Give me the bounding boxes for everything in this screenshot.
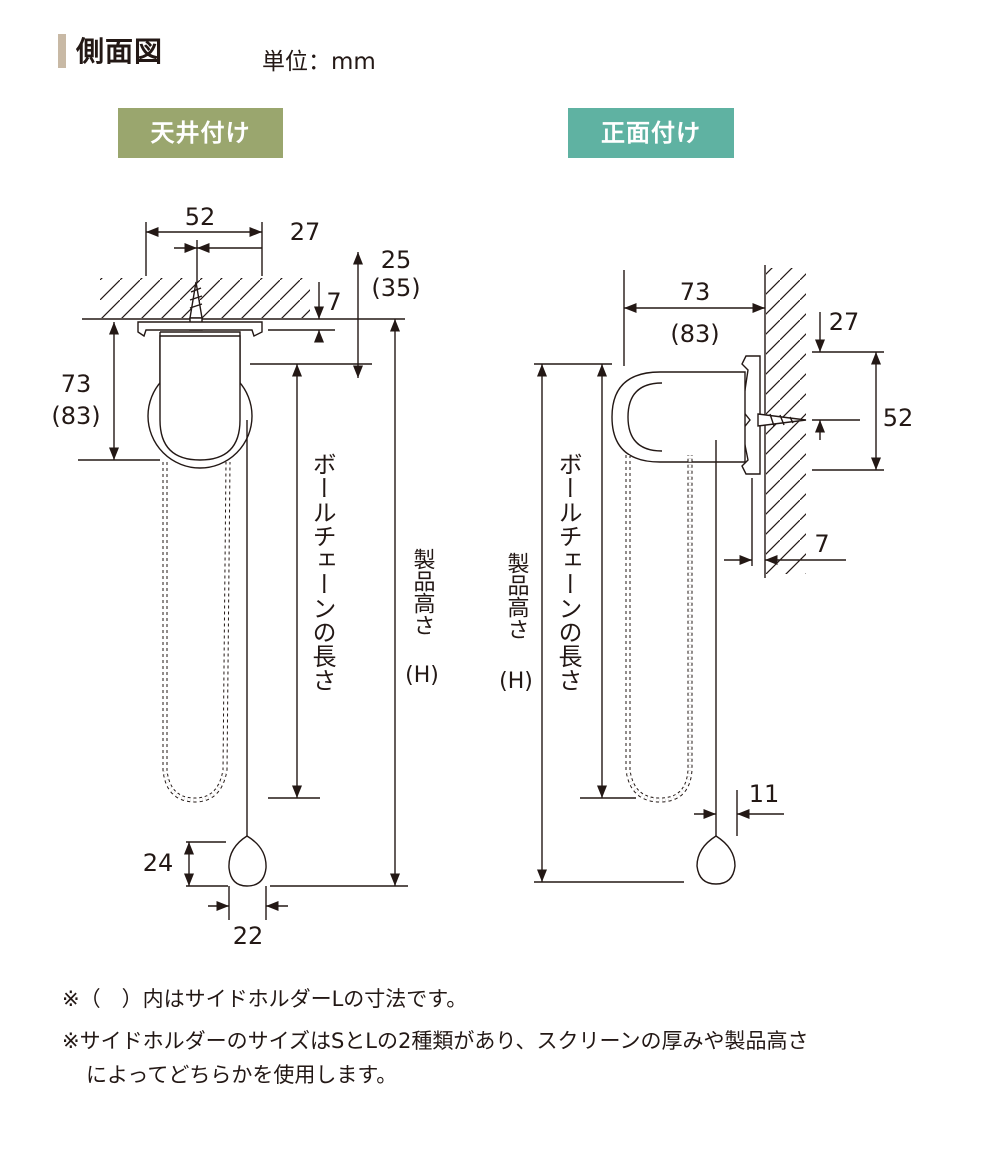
note-side-holder-sizes-line2: によってどちらかを使用します。 <box>86 1063 398 1087</box>
front-dim-bracket: 7 <box>814 530 829 558</box>
front-dim-depth-alt: (83) <box>670 320 719 348</box>
ceiling-dim-top: 25 <box>381 246 412 274</box>
front-dim-screw: 27 <box>829 308 860 336</box>
ceiling-dim-height: 73 <box>61 370 92 398</box>
ceiling-mount-diagram <box>78 222 408 920</box>
front-ball-chain <box>625 455 693 803</box>
ceiling-bracket <box>137 321 263 338</box>
ceiling-dim-top-alt: (35) <box>371 274 420 302</box>
ceiling-hatch <box>100 278 310 318</box>
pull-weight <box>228 835 267 887</box>
front-mount-diagram <box>534 265 884 885</box>
ceiling-mount-badge: 天井付け <box>118 108 283 158</box>
front-dim-offset: 11 <box>749 780 780 808</box>
ceiling-dim-height-alt: (83) <box>51 402 100 430</box>
ceiling-product-height-symbol: (H) <box>405 663 439 688</box>
ceiling-chain-label: ボールチェーンの長さ <box>308 452 336 692</box>
front-pull-weight <box>696 835 736 885</box>
front-product-height-label: 製品高さ <box>504 552 530 640</box>
ceiling-dim-width: 52 <box>185 203 216 231</box>
ceiling-dim-screw: 27 <box>290 218 321 246</box>
side-view-diagram: 52 27 25 (35) 7 73 (83) ボールチェーンの長さ 製品高さ … <box>51 203 914 950</box>
front-dim-width: 52 <box>883 404 914 432</box>
ceiling-dim-weight-w: 22 <box>233 922 264 950</box>
note-side-holder-dimensions: ※（ ）内はサイドホルダーLの寸法です。 <box>62 987 468 1011</box>
note-side-holder-sizes: ※サイドホルダーのサイズはSとLの2種類があり、スクリーンの厚みや製品高さ によ… <box>62 1024 962 1092</box>
ball-chain-left <box>162 461 231 803</box>
ceiling-product-height-label: 製品高さ <box>410 548 436 636</box>
ceiling-dim-bracket: 7 <box>326 288 341 316</box>
page-title: 側面図 <box>76 35 164 68</box>
front-mount-badge: 正面付け <box>568 108 734 158</box>
title-accent-bar <box>58 34 66 68</box>
unit-label: 単位：mm <box>262 49 376 75</box>
front-chain-label: ボールチェーンの長さ <box>554 452 582 692</box>
front-dim-depth: 73 <box>680 278 711 306</box>
ceiling-dim-weight-h: 24 <box>143 849 174 877</box>
front-headrail <box>611 371 746 463</box>
note-side-holder-sizes-line1: ※サイドホルダーのサイズはSとLの2種類があり、スクリーンの厚みや製品高さ <box>62 1029 809 1053</box>
front-product-height-symbol: (H) <box>499 669 533 694</box>
